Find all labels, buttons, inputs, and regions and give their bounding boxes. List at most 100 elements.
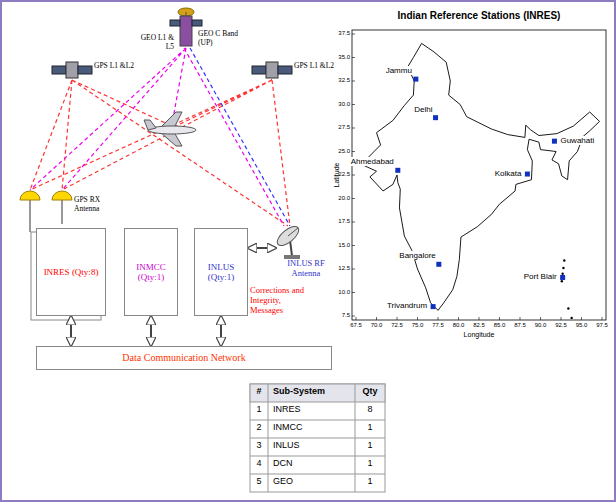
- axis-tick: [376, 317, 377, 320]
- station-marker: [560, 275, 565, 280]
- axis-tick: [352, 175, 355, 176]
- tick-label: 7.5: [342, 312, 350, 319]
- table-cell: DCN: [273, 458, 293, 468]
- station-marker: [431, 304, 436, 309]
- tick-label: 95.0: [576, 322, 588, 329]
- tick-label: 15.0: [338, 242, 350, 249]
- station-marker: [552, 139, 557, 144]
- gps-satellite: [52, 62, 92, 78]
- island: [570, 317, 572, 319]
- station-marker: [525, 172, 530, 177]
- connector-arrow: [248, 247, 276, 249]
- node-label: Data Communication Network: [122, 352, 245, 364]
- axis-tick: [352, 316, 355, 317]
- island: [561, 273, 563, 275]
- axis-tick: [438, 317, 439, 320]
- table-cell: 1: [367, 440, 372, 450]
- axis-tick: [352, 269, 355, 270]
- axis-tick: [352, 57, 355, 58]
- network-bar: Data Communication Network: [36, 346, 332, 370]
- axis-tick: [499, 317, 500, 320]
- signal-label: GPS L1 &L2: [94, 62, 136, 71]
- tick-label: 90.0: [535, 322, 547, 329]
- edge-label: Corrections and Integrity, Messages: [250, 286, 316, 315]
- axis-tick: [352, 151, 355, 152]
- city-label: Jammu: [385, 66, 413, 75]
- axis-title: Longitude: [464, 331, 495, 339]
- aircraft: [144, 112, 196, 146]
- gps-antenna: [20, 191, 72, 232]
- table-cell: 1: [256, 404, 261, 414]
- table-cell: Qty: [362, 386, 377, 396]
- axis-tick: [397, 317, 398, 320]
- station-marker: [433, 115, 438, 120]
- connector-arrow: [220, 316, 222, 346]
- city-label: Ahmedabad: [350, 157, 395, 166]
- tick-label: 32.5: [338, 77, 350, 84]
- axis-tick: [540, 317, 541, 320]
- city-label: Delhi: [413, 105, 433, 114]
- island: [561, 280, 563, 282]
- signal-label: GPS RX Antenna: [74, 196, 120, 213]
- tick-label: 97.5: [596, 322, 608, 329]
- table-cell: 8: [367, 404, 372, 414]
- city-label: Kolkata: [494, 169, 523, 178]
- table-cell: 1: [367, 422, 372, 432]
- gps-signal: [30, 80, 290, 226]
- tick-label: 67.5: [350, 322, 362, 329]
- axis-tick: [352, 128, 355, 129]
- geo-uplink: [190, 48, 290, 226]
- city-label: Bangalore: [398, 251, 436, 260]
- axis-tick: [417, 317, 418, 320]
- table-cell: 3: [256, 440, 261, 450]
- geo-signal: [30, 48, 284, 226]
- tick-label: 30.0: [338, 101, 350, 108]
- india-outline: [364, 43, 599, 310]
- rf-antenna: INLUS RF Antenna: [276, 222, 336, 282]
- table-cell: 1: [367, 476, 372, 486]
- axis-tick: [458, 317, 459, 320]
- axis-tick: [352, 292, 355, 293]
- tick-label: 75.0: [412, 322, 424, 329]
- axis-tick: [352, 222, 355, 223]
- table-cell: #: [256, 386, 261, 396]
- tick-label: 37.5: [338, 30, 350, 37]
- tick-label: 80.0: [453, 322, 465, 329]
- tick-label: 22.5: [338, 171, 350, 178]
- city-label: Port Blair: [523, 272, 558, 281]
- island: [567, 307, 569, 309]
- node-label: INLUS (Qty:1): [198, 262, 244, 283]
- signal-label: GEO C Band (UP): [198, 30, 242, 47]
- tick-label: 12.5: [338, 265, 350, 272]
- tick-label: 72.5: [391, 322, 403, 329]
- tick-label: 70.0: [371, 322, 383, 329]
- axis-tick: [352, 198, 355, 199]
- station-marker: [413, 77, 418, 82]
- table-cell: 1: [367, 458, 372, 468]
- axis-tick: [479, 317, 480, 320]
- axis-tick: [356, 317, 357, 320]
- axis-tick: [352, 245, 355, 246]
- tick-label: 35.0: [338, 54, 350, 61]
- island: [562, 267, 564, 269]
- axis-tick: [520, 317, 521, 320]
- table-cell: GEO: [273, 476, 293, 486]
- master-control-box: INMCC (Qty:1): [124, 228, 178, 316]
- uplink-station-box: INLUS (Qty:1): [194, 228, 248, 316]
- node-label: INLUS RF Antenna: [279, 259, 333, 279]
- tick-label: 27.5: [338, 124, 350, 131]
- signal-lines: [30, 48, 290, 226]
- axis-tick: [352, 104, 355, 105]
- signal-label: GEO L1 & L5: [138, 34, 174, 51]
- gps-satellite: [252, 62, 292, 78]
- table-cell: INMCC: [273, 422, 303, 432]
- tick-label: 85.0: [494, 322, 506, 329]
- tick-label: 17.5: [338, 218, 350, 225]
- city-label: Guwahati: [559, 136, 595, 145]
- tick-label: 82.5: [473, 322, 485, 329]
- reference-station-box: INRES (Qty:8): [36, 228, 106, 316]
- tick-label: 77.5: [432, 322, 444, 329]
- table-cell: 2: [256, 422, 261, 432]
- tick-label: 87.5: [514, 322, 526, 329]
